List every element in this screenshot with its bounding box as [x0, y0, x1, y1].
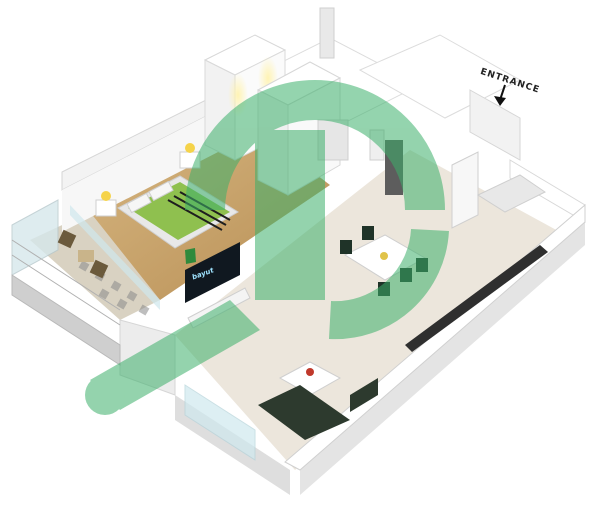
window-front	[184, 384, 256, 461]
table-vase	[380, 252, 388, 260]
table-flowers	[306, 368, 314, 376]
rail-line	[11, 254, 121, 326]
entrance-wall	[469, 89, 521, 161]
nightstand	[95, 199, 117, 217]
entrance-arrow-icon	[494, 84, 506, 106]
plant	[185, 248, 196, 264]
rail-line	[11, 239, 121, 311]
tv-screen	[185, 242, 240, 303]
watermark-logo-icon	[85, 80, 449, 415]
shower-column	[319, 7, 335, 59]
balcony-railing	[11, 199, 59, 276]
sofa	[258, 385, 350, 440]
kitchen-fridge	[451, 151, 479, 229]
lamp	[185, 143, 195, 153]
balcony-furniture	[57, 229, 109, 279]
kitchen-counter	[405, 245, 548, 352]
pillow	[148, 180, 174, 202]
kitchen-top	[476, 174, 546, 213]
wall-right-face	[300, 222, 585, 495]
bedroom-glass	[70, 205, 160, 310]
pillow	[126, 192, 152, 214]
sofa-arm	[350, 378, 378, 412]
lamp	[101, 191, 111, 201]
